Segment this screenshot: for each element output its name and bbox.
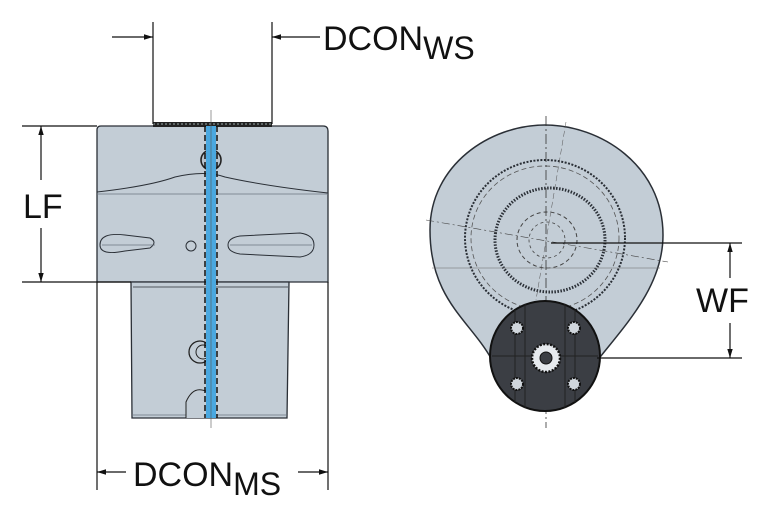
bolt-hole bbox=[567, 377, 581, 391]
wf-label: WF bbox=[696, 282, 749, 320]
slot-left bbox=[99, 234, 155, 253]
end-view bbox=[425, 116, 669, 428]
lf-label: LF bbox=[23, 188, 63, 226]
bolt-hole bbox=[510, 377, 524, 391]
dcon-ws-label: DCONWS bbox=[323, 20, 475, 66]
wf-dimension: WF bbox=[551, 242, 749, 359]
dcon-ms-label: DCONMS bbox=[133, 456, 281, 502]
dcon-ms-dimension: DCONMS bbox=[96, 282, 329, 502]
lf-dimension: LF bbox=[22, 125, 131, 283]
side-view bbox=[96, 110, 329, 428]
bolt-hole bbox=[510, 321, 524, 335]
pin-hole bbox=[185, 240, 197, 252]
dcon-ws-dimension: DCONWS bbox=[112, 20, 475, 124]
bolt-hole bbox=[567, 321, 581, 335]
serrated-interface bbox=[153, 122, 272, 127]
